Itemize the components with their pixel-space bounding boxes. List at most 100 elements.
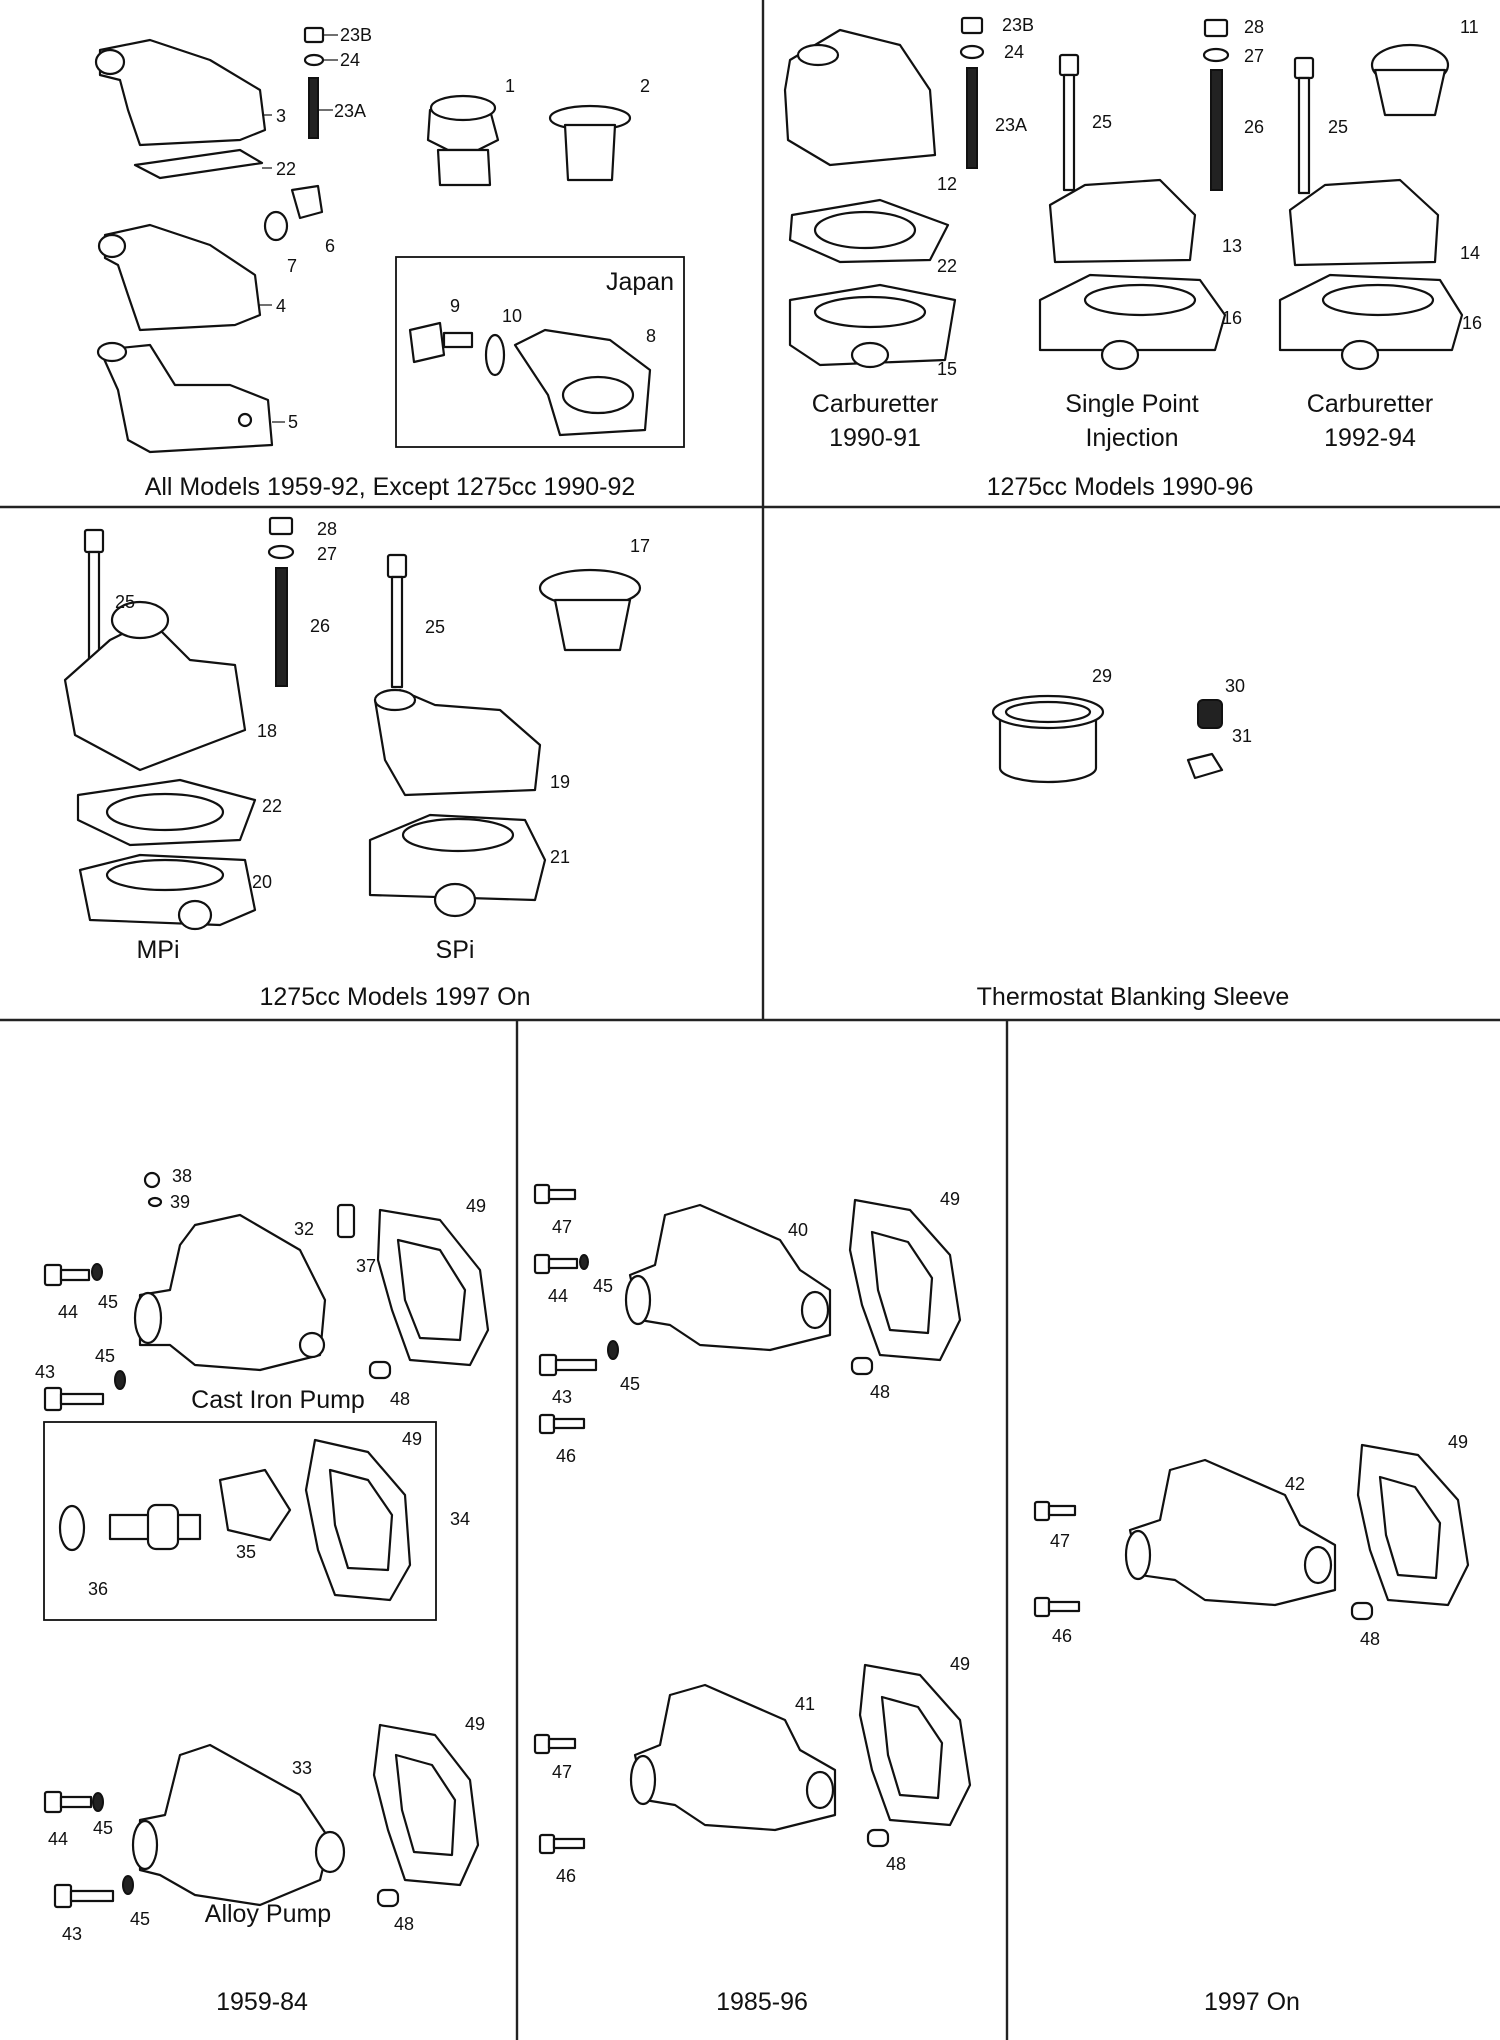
housing-8 xyxy=(513,328,652,437)
caption-panel-1: All Models 1959-92, Except 1275cc 1990-9… xyxy=(145,473,636,501)
callout: 7 xyxy=(287,256,297,276)
dowel-48c xyxy=(850,1356,874,1376)
washer-45d xyxy=(122,1875,134,1895)
panel-all-models-1959-92 xyxy=(94,26,685,454)
gasket-49b xyxy=(304,1438,412,1602)
washer-7 xyxy=(263,210,289,242)
callout: 14 xyxy=(1460,243,1480,263)
panel-1959-84 xyxy=(43,1171,490,1909)
panel-1275cc-1990-96 xyxy=(783,16,1464,371)
callout: 37 xyxy=(356,1256,376,1276)
callout: 41 xyxy=(795,1694,815,1714)
callout: 4 xyxy=(276,296,286,316)
callout: 22 xyxy=(937,256,957,276)
callout: 31 xyxy=(1232,726,1252,746)
callout: 24 xyxy=(340,50,360,70)
callout: 16 xyxy=(1462,313,1482,333)
callout: 39 xyxy=(170,1192,190,1212)
callouts: 23B 24 23A 3 22 6 7 4 5 1 2 9 10 8 23B 2… xyxy=(35,15,1482,1944)
bolt-46c xyxy=(1033,1596,1081,1618)
dowel-48a xyxy=(368,1360,392,1380)
panel-blanking-sleeve xyxy=(991,694,1224,784)
callout: 25 xyxy=(1328,117,1348,137)
callout: 43 xyxy=(35,1362,55,1382)
callout: 10 xyxy=(502,306,522,326)
hub-36 xyxy=(58,1504,86,1552)
callout: 36 xyxy=(88,1579,108,1599)
thermostat-11 xyxy=(1370,43,1450,117)
callout: 6 xyxy=(325,236,335,256)
housing-12 xyxy=(783,28,937,167)
callout: 49 xyxy=(1448,1432,1468,1452)
callout: 46 xyxy=(556,1446,576,1466)
callout: 22 xyxy=(276,159,296,179)
bolt-47b xyxy=(533,1733,577,1755)
subcaption-cast-iron-pump: Cast Iron Pump xyxy=(191,1386,365,1414)
thermostat-17 xyxy=(538,568,642,652)
callout: 21 xyxy=(550,847,570,867)
repair-kit-inset xyxy=(43,1421,437,1621)
cover-13 xyxy=(1048,178,1197,264)
callout: 23A xyxy=(334,101,366,121)
dowel-48e xyxy=(1350,1601,1374,1621)
gasket-22 xyxy=(133,148,272,180)
callout: 15 xyxy=(937,359,957,379)
stud-23a xyxy=(966,67,978,169)
blanking-sleeve-29 xyxy=(991,694,1105,784)
callout: 43 xyxy=(552,1387,572,1407)
gasket-49f xyxy=(1356,1443,1470,1607)
panel-1275cc-1997-on xyxy=(63,516,642,931)
callout: 19 xyxy=(550,772,570,792)
callout: 23A xyxy=(995,115,1027,135)
bolt-44a xyxy=(43,1263,91,1287)
callout: 30 xyxy=(1225,676,1245,696)
cover-14 xyxy=(1288,178,1440,267)
callout: 26 xyxy=(1244,117,1264,137)
subcaption-alloy-pump: Alloy Pump xyxy=(205,1900,331,1928)
bolt-46b xyxy=(538,1833,586,1855)
callout: 24 xyxy=(1004,42,1024,62)
bolt-25-mpi xyxy=(83,528,105,669)
subcaption-single-point-a: Single Point xyxy=(1065,390,1198,418)
caption-panel-5: 1959-84 xyxy=(216,1988,308,2016)
gasket-22 xyxy=(788,198,950,264)
pump-40 xyxy=(624,1203,832,1352)
japan-inset xyxy=(395,256,685,448)
callout: 45 xyxy=(593,1276,613,1296)
callout: 25 xyxy=(1092,112,1112,132)
callout: 3 xyxy=(276,106,286,126)
bolt-44b xyxy=(43,1790,93,1814)
subcaption-carburetter-1992-94-a: Carburetter xyxy=(1307,390,1433,418)
spindle-35 xyxy=(108,1468,292,1551)
subcaption-mpi: MPi xyxy=(136,936,179,964)
alloy-pump-33 xyxy=(131,1743,346,1907)
gasket-49a xyxy=(376,1208,490,1367)
callout: 43 xyxy=(62,1924,82,1944)
nut-23b xyxy=(960,16,984,35)
subcaption-single-point-b: Injection xyxy=(1085,424,1178,452)
callout: 11 xyxy=(1460,17,1479,37)
bolt-43a xyxy=(43,1386,105,1412)
callout: 13 xyxy=(1222,236,1242,256)
callout: 38 xyxy=(172,1166,192,1186)
captions: All Models 1959-92, Except 1275cc 1990-9… xyxy=(136,268,1433,2016)
caption-panel-7: 1997 On xyxy=(1204,1988,1300,2016)
panel-1997-on xyxy=(1033,1443,1470,1621)
nut-30 xyxy=(1197,699,1223,729)
callout: 40 xyxy=(788,1220,808,1240)
bolt-25-spi xyxy=(386,553,408,689)
dowel-48d xyxy=(866,1828,890,1848)
dowel-48b xyxy=(376,1888,400,1908)
callout: 25 xyxy=(115,592,135,612)
washer-39 xyxy=(147,1196,163,1208)
bolt-43b xyxy=(53,1883,115,1909)
caption-panel-2: 1275cc Models 1990-96 xyxy=(987,473,1254,501)
callout: 25 xyxy=(425,617,445,637)
housing-18 xyxy=(63,600,247,772)
callout: 48 xyxy=(1360,1629,1380,1649)
thermostat-2 xyxy=(548,104,632,182)
callout: 44 xyxy=(48,1829,68,1849)
callout: 34 xyxy=(450,1509,470,1529)
body-20 xyxy=(78,853,257,931)
